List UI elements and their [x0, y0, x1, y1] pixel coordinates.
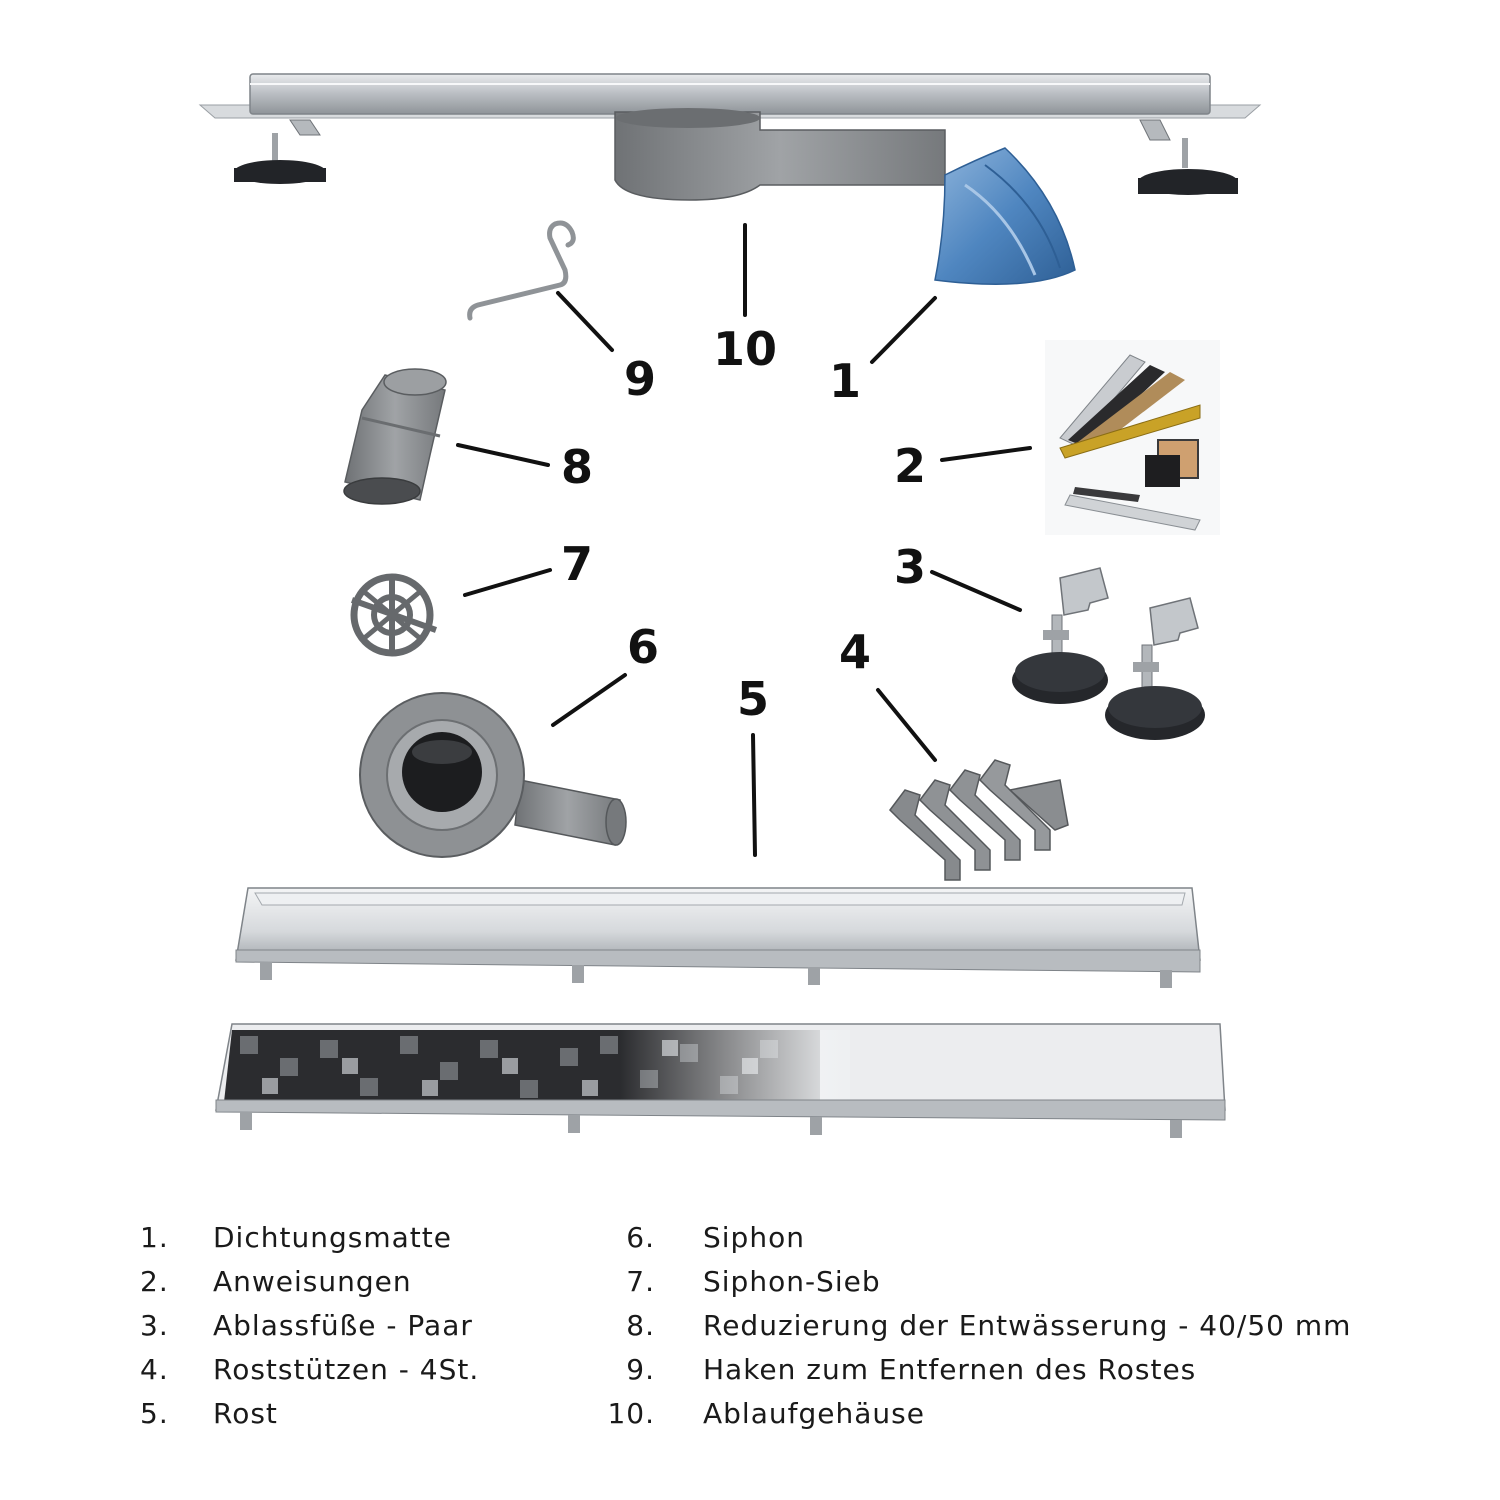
leader-line-9	[556, 291, 614, 352]
instructions-illustration	[1045, 340, 1220, 535]
legend-column-right: 6. Siphon 7. Siphon-Sieb 8. Reduzierung …	[600, 1215, 1351, 1435]
callout-4: 4	[839, 625, 871, 679]
leader-line-8	[456, 443, 550, 467]
legend-item-label: Rost	[213, 1396, 278, 1430]
legend-item: 4. Roststützen - 4St.	[140, 1347, 479, 1391]
legend-item: 2. Anweisungen	[140, 1259, 479, 1303]
legend-item: 8. Reduzierung der Entwässerung - 40/50 …	[600, 1303, 1351, 1347]
legend-item-label: Siphon-Sieb	[703, 1264, 881, 1298]
callout-3: 3	[894, 540, 926, 594]
leader-line-4	[876, 688, 937, 762]
legend-item-label: Ablaufgehäuse	[703, 1396, 925, 1430]
legend-item-label: Ablassfüße - Paar	[213, 1308, 473, 1342]
legend-item-number: 1.	[140, 1220, 169, 1254]
callout-6: 6	[627, 620, 659, 674]
parts-legend: 1. Dichtungsmatte 2. Anweisungen 3. Abla…	[0, 1215, 1500, 1455]
legend-item: 10. Ablaufgehäuse	[600, 1391, 1351, 1435]
legend-item-label: Dichtungsmatte	[213, 1220, 452, 1254]
reducer-illustration	[343, 368, 447, 505]
leader-line-6	[551, 673, 627, 727]
parts-diagram: 10 1 2 3 4 5 6 7 8 9	[198, 73, 1262, 1138]
sealing-membrane-illustration	[934, 147, 1076, 285]
legend-item-label: Haken zum Entfernen des Rostes	[703, 1352, 1197, 1386]
legend-item: 5. Rost	[140, 1391, 479, 1435]
siphon-illustration	[359, 692, 627, 858]
leader-line-1	[870, 296, 937, 364]
legend-item-number: 8.	[626, 1308, 655, 1342]
grate-supports-illustration	[889, 759, 1069, 881]
legend-item: 9. Haken zum Entfernen des Rostes	[600, 1347, 1351, 1391]
drain-feet-illustration	[1012, 567, 1205, 740]
grate-plain-illustration	[235, 887, 1201, 988]
grate-tile-illustration	[215, 1023, 1226, 1138]
legend-item: 3. Ablassfüße - Paar	[140, 1303, 479, 1347]
legend-item: 6. Siphon	[600, 1215, 1351, 1259]
callout-10: 10	[713, 322, 777, 376]
legend-item: 1. Dichtungsmatte	[140, 1215, 479, 1259]
callout-7: 7	[561, 537, 593, 591]
legend-item-number: 4.	[140, 1352, 169, 1386]
leader-line-5	[751, 733, 757, 857]
legend-item: 7. Siphon-Sieb	[600, 1259, 1351, 1303]
legend-column-left: 1. Dichtungsmatte 2. Anweisungen 3. Abla…	[140, 1215, 479, 1435]
legend-item-label: Siphon	[703, 1220, 805, 1254]
legend-item-number: 9.	[626, 1352, 655, 1386]
callout-5: 5	[737, 672, 769, 726]
legend-item-number: 2.	[140, 1264, 169, 1298]
leader-line-7	[463, 568, 552, 597]
legend-item-label: Anweisungen	[213, 1264, 412, 1298]
legend-item-number: 3.	[140, 1308, 169, 1342]
legend-item-number: 6.	[626, 1220, 655, 1254]
leader-line-3	[930, 570, 1022, 612]
callout-9: 9	[624, 352, 656, 406]
legend-item-number: 10.	[607, 1396, 655, 1430]
callout-2: 2	[894, 439, 926, 493]
callout-1: 1	[829, 354, 861, 408]
leader-line-2	[940, 446, 1032, 462]
legend-item-label: Roststützen - 4St.	[213, 1352, 480, 1386]
siphon-strainer-illustration	[350, 573, 438, 657]
legend-item-label: Reduzierung der Entwässerung - 40/50 mm	[703, 1308, 1352, 1342]
callout-8: 8	[561, 440, 593, 494]
drain-housing-illustration	[198, 73, 1262, 201]
legend-item-number: 7.	[626, 1264, 655, 1298]
grate-removal-hook-illustration	[467, 220, 576, 321]
legend-item-number: 5.	[140, 1396, 169, 1430]
